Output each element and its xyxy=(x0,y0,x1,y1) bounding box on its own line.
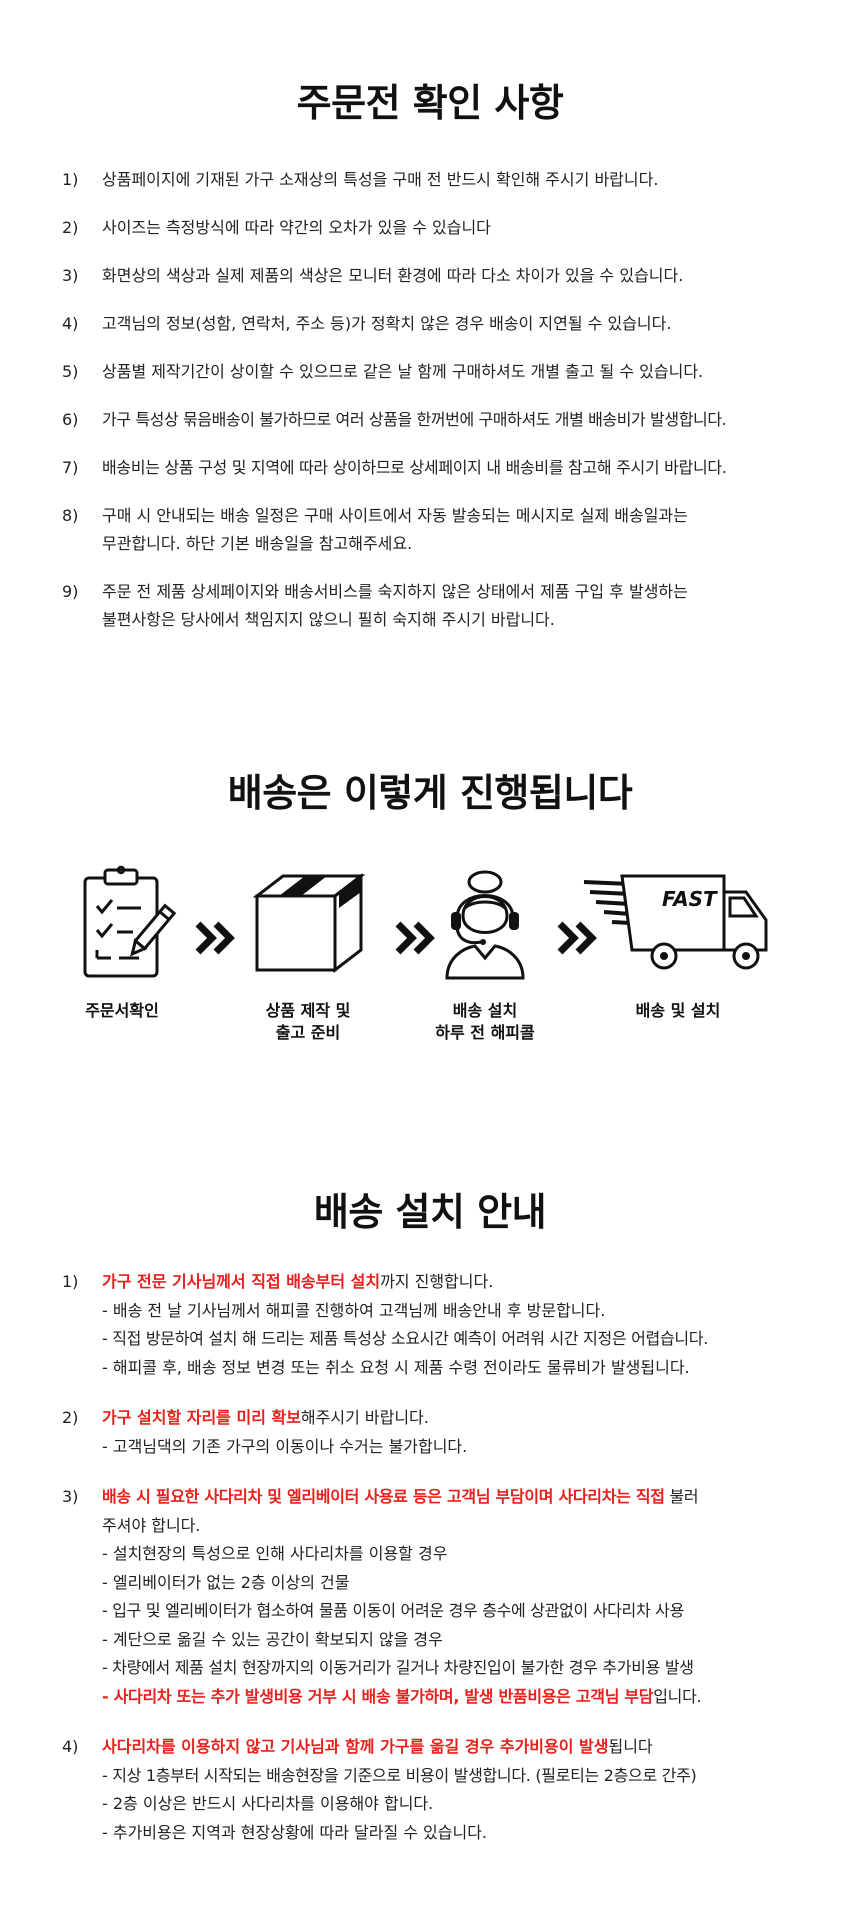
notice-number: 7) xyxy=(62,458,79,477)
step-label-line: 출고 준비 xyxy=(275,1023,341,1042)
order-notice-list: 1) 상품페이지에 기재된 가구 소재상의 특성을 구매 전 반드시 확인해 주… xyxy=(0,166,860,654)
notice-item-3: 3) 화면상의 색상과 실제 제품의 색상은 모니터 환경에 따라 다소 차이가… xyxy=(0,262,860,290)
guide-sub-line: - 해피콜 후, 배송 정보 변경 또는 취소 요청 시 제품 수령 전이라도 … xyxy=(102,1357,690,1377)
box-icon xyxy=(252,872,366,974)
step-label-line: 상품 제작 및 xyxy=(265,1001,351,1020)
step-label: 상품 제작 및 출고 준비 xyxy=(240,1000,376,1044)
guide-sub-line: - 입구 및 엘리베이터가 협소하여 물품 이동이 어려운 경우 층수에 상관없… xyxy=(102,1601,685,1620)
guide-item-3: 3) 배송 시 필요한 사다리차 및 엘리베이터 사용료 등은 고객님 부담이며… xyxy=(0,1483,860,1711)
truck-text: FAST xyxy=(662,887,718,911)
guide-sub-line: - 배송 전 날 기사님께서 해피콜 진행하여 고객님께 배송안내 후 방문합니… xyxy=(102,1300,606,1320)
guide-sub-line: - 계단으로 옮길 수 있는 공간이 확보되지 않을 경우 xyxy=(102,1629,443,1649)
notice-item-7: 7) 배송비는 상품 구성 및 지역에 따라 상이하므로 상세페이지 내 배송비… xyxy=(0,454,860,482)
delivery-process-title: 배송은 이렇게 진행됩니다 xyxy=(227,771,633,815)
notice-item-5: 5) 상품별 제작기간이 상이할 수 있으므로 같은 날 함께 구매하셔도 개별… xyxy=(0,358,860,386)
notice-text: 상품페이지에 기재된 가구 소재상의 특성을 구매 전 반드시 확인해 주시기 … xyxy=(102,170,659,189)
headset-operator-icon xyxy=(445,870,525,980)
notice-text-line: 불편사항은 당사에서 책임지지 않으니 필히 숙지해 주시기 바랍니다. xyxy=(102,610,555,629)
double-chevron-icon xyxy=(557,921,597,955)
notice-text-line: 구매 시 안내되는 배송 일정은 구매 사이트에서 자동 발송되는 메시지로 실… xyxy=(102,506,688,525)
guide-sub-text: 입니다. xyxy=(653,1686,702,1706)
notice-number: 4) xyxy=(62,314,79,333)
guide-lead: 배송 시 필요한 사다리차 및 엘리베이터 사용료 등은 고객님 부담이며 사다… xyxy=(102,1483,840,1512)
guide-number: 4) xyxy=(62,1737,79,1756)
clipboard-checklist-icon xyxy=(83,865,177,978)
process-step-happy-call: 배송 설치 하루 전 해피콜 xyxy=(424,862,546,1044)
notice-number: 3) xyxy=(62,266,79,285)
guide-sub-line: - 차량에서 제품 설치 현장까지의 이동거리가 길거나 차량진입이 불가한 경… xyxy=(102,1658,694,1677)
notice-number: 2) xyxy=(62,218,79,237)
step-label-line: 배송 설치 xyxy=(452,1001,518,1020)
guide-lead-highlight: 사다리차를 이용하지 않고 기사님과 함께 가구를 옮길 경우 추가비용이 발생 xyxy=(102,1737,609,1756)
notice-item-9: 9) 주문 전 제품 상세페이지와 배송서비스를 숙지하지 않은 상태에서 제품… xyxy=(0,578,860,634)
guide-lead-line2: 주셔야 합니다. xyxy=(102,1515,201,1535)
notice-text: 고객님의 정보(성함, 연락처, 주소 등)가 정확치 않은 경우 배송이 지연… xyxy=(102,314,672,333)
notice-item-6: 6) 가구 특성상 묶음배송이 불가하므로 여러 상품을 한꺼번에 구매하셔도 … xyxy=(0,406,860,434)
notice-item-8: 8) 구매 시 안내되는 배송 일정은 구매 사이트에서 자동 발송되는 메시지… xyxy=(0,502,860,558)
notice-item-2: 2) 사이즈는 측정방식에 따라 약간의 오차가 있을 수 있습니다 xyxy=(0,214,860,242)
guide-sub-line: - 설치현장의 특성으로 인해 사다리차를 이용할 경우 xyxy=(102,1544,448,1563)
notice-item-1: 1) 상품페이지에 기재된 가구 소재상의 특성을 구매 전 반드시 확인해 주… xyxy=(0,166,860,194)
guide-lead-highlight: 가구 전문 기사님께서 직접 배송부터 설치 xyxy=(102,1272,381,1291)
double-chevron-icon xyxy=(195,921,235,955)
guide-lead: 가구 설치할 자리를 미리 확보해주시기 바랍니다. xyxy=(102,1404,840,1433)
guide-number: 1) xyxy=(62,1272,79,1291)
guide-lead-text: 해주시기 바랍니다. xyxy=(300,1408,429,1427)
guide-sub-line: - 지상 1층부터 시작되는 배송현장을 기준으로 비용이 발생합니다. (필로… xyxy=(102,1765,697,1785)
double-chevron-icon xyxy=(395,921,435,955)
guide-lead: 사다리차를 이용하지 않고 기사님과 함께 가구를 옮길 경우 추가비용이 발생… xyxy=(102,1733,840,1762)
notice-number: 5) xyxy=(62,362,79,381)
guide-number: 2) xyxy=(62,1408,79,1427)
step-label-line: 배송 및 설치 xyxy=(635,1001,721,1020)
guide-item-1: 1) 가구 전문 기사님께서 직접 배송부터 설치까지 진행합니다. - 배송 … xyxy=(0,1268,860,1382)
notice-text-line: 주문 전 제품 상세페이지와 배송서비스를 숙지하지 않은 상태에서 제품 구입… xyxy=(102,582,688,601)
notice-text: 상품별 제작기간이 상이할 수 있으므로 같은 날 함께 구매하셔도 개별 출고… xyxy=(102,362,704,381)
guide-sub-line: - 고객님댁의 기존 가구의 이동이나 수거는 불가합니다. xyxy=(102,1436,468,1456)
step-label: 배송 및 설치 xyxy=(578,1000,778,1022)
guide-lead-text: 까지 진행합니다. xyxy=(380,1272,494,1291)
guide-number: 3) xyxy=(62,1487,79,1506)
step-label-line: 주문서확인 xyxy=(85,1001,159,1020)
step-label-line: 하루 전 해피콜 xyxy=(435,1023,535,1042)
guide-lead-highlight: 배송 시 필요한 사다리차 및 엘리베이터 사용료 등은 고객님 부담이며 사다… xyxy=(102,1487,665,1506)
notice-text: 가구 특성상 묶음배송이 불가하므로 여러 상품을 한꺼번에 구매하셔도 개별 … xyxy=(102,410,727,429)
guide-sub-line: - 직접 방문하여 설치 해 드리는 제품 특성상 소요시간 예측이 어려워 시… xyxy=(102,1329,709,1348)
install-guide-title: 배송 설치 안내 xyxy=(313,1190,547,1234)
fast-truck-icon: FAST xyxy=(583,874,768,970)
notice-text: 사이즈는 측정방식에 따라 약간의 오차가 있을 수 있습니다 xyxy=(102,218,491,237)
notice-number: 6) xyxy=(62,410,79,429)
install-guide-list: 1) 가구 전문 기사님께서 직접 배송부터 설치까지 진행합니다. - 배송 … xyxy=(0,1268,860,1869)
guide-sub-line: - 엘리베이터가 없는 2층 이상의 건물 xyxy=(102,1572,350,1592)
guide-item-4: 4) 사다리차를 이용하지 않고 기사님과 함께 가구를 옮길 경우 추가비용이… xyxy=(0,1733,860,1847)
process-step-production: 상품 제작 및 출고 준비 xyxy=(240,862,376,1044)
guide-item-2: 2) 가구 설치할 자리를 미리 확보해주시기 바랍니다. - 고객님댁의 기존… xyxy=(0,1404,860,1461)
guide-sub-line-highlight: - 사다리차 또는 추가 발생비용 거부 시 배송 불가하며, 발생 반품비용은… xyxy=(102,1683,840,1712)
delivery-process: 주문서확인 상품 제작 및 출고 준비 xyxy=(0,862,860,1062)
notice-number: 8) xyxy=(62,506,79,525)
notice-text: 화면상의 색상과 실제 제품의 색상은 모니터 환경에 따라 다소 차이가 있을… xyxy=(102,266,684,285)
step-label: 주문서확인 xyxy=(62,1000,182,1022)
notice-number: 1) xyxy=(62,170,79,189)
guide-lead-highlight: 가구 설치할 자리를 미리 확보 xyxy=(102,1408,301,1427)
notice-item-4: 4) 고객님의 정보(성함, 연락처, 주소 등)가 정확치 않은 경우 배송이… xyxy=(0,310,860,338)
notice-text-line: 무관합니다. 하단 기본 배송일을 참고해주세요. xyxy=(102,534,413,553)
guide-sub-line: - 2층 이상은 반드시 사다리차를 이용해야 합니다. xyxy=(102,1794,434,1813)
guide-sub-line: - 추가비용은 지역과 현장상황에 따라 달라질 수 있습니다. xyxy=(102,1822,488,1842)
guide-lead: 가구 전문 기사님께서 직접 배송부터 설치까지 진행합니다. xyxy=(102,1268,840,1297)
guide-lead-text: 됩니다 xyxy=(608,1737,653,1756)
step-label: 배송 설치 하루 전 해피콜 xyxy=(424,1000,546,1044)
process-step-delivery: FAST 배송 및 설치 xyxy=(578,862,778,1022)
guide-lead-text: 불러 xyxy=(664,1487,699,1506)
notice-text: 배송비는 상품 구성 및 지역에 따라 상이하므로 상세페이지 내 배송비를 참… xyxy=(102,458,727,477)
order-notice-title: 주문전 확인 사항 xyxy=(296,81,564,125)
notice-number: 9) xyxy=(62,582,79,601)
process-step-order-check: 주문서확인 xyxy=(62,862,182,1022)
guide-sub-highlight: - 사다리차 또는 추가 발생비용 거부 시 배송 불가하며, 발생 반품비용은… xyxy=(102,1686,654,1706)
